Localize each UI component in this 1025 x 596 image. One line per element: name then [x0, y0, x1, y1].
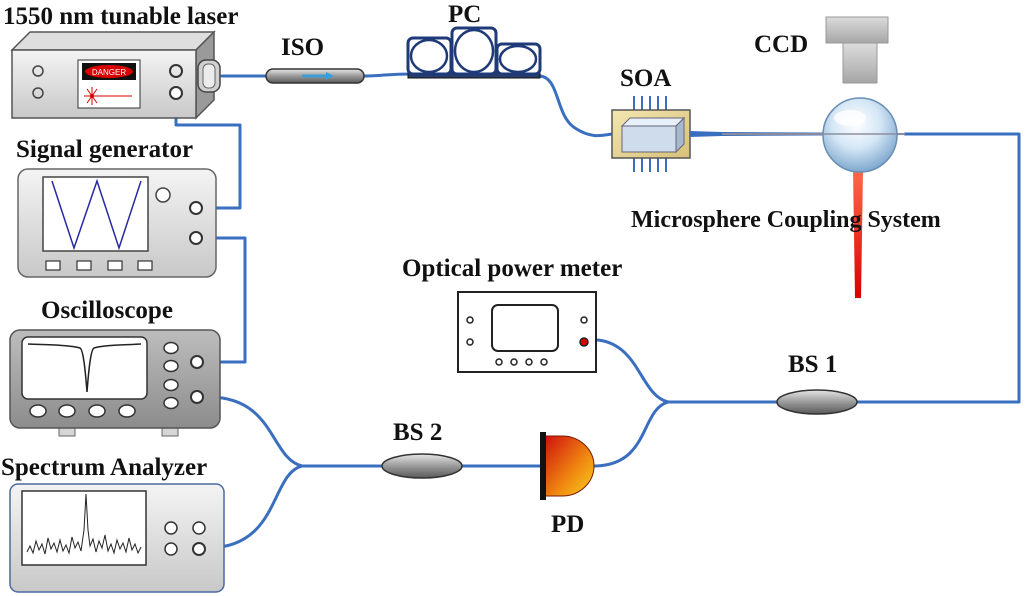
- power-meter-label: Optical power meter: [402, 255, 622, 282]
- power-meter-btn-4: [540, 358, 548, 366]
- power-meter-dot-1: [466, 316, 474, 324]
- power-meter-dot-3: [580, 316, 588, 324]
- osc-btn-4: [118, 404, 136, 418]
- sphere-highlight: [834, 110, 866, 126]
- osc-knob-4: [163, 396, 179, 410]
- bs1-body: [776, 389, 858, 415]
- laser-modulation-port: [169, 86, 183, 100]
- pc-loop-1: [409, 38, 449, 74]
- power-meter-input: [579, 337, 589, 347]
- pc-label: PC: [448, 1, 481, 28]
- beam-splitter-2: BS 2: [381, 419, 463, 479]
- iso-label: ISO: [281, 34, 324, 61]
- soa: SOA: [611, 65, 691, 172]
- pd-plate: [540, 432, 546, 500]
- osc-btn-2: [58, 404, 76, 418]
- beam-splitter-1: BS 1: [776, 351, 858, 415]
- bs1-label: BS 1: [788, 351, 837, 378]
- cable-siggen-oscilloscope: [195, 236, 247, 364]
- photodetector: PD: [540, 432, 595, 538]
- osc-port-1: [190, 355, 204, 369]
- iso-arrow-head: [326, 72, 334, 80]
- laser-knob-2: [32, 87, 44, 99]
- laser-label: 1550 nm tunable laser: [3, 3, 238, 30]
- probe-laser-beam: [853, 170, 863, 298]
- spectrum-knob-1: [164, 521, 178, 535]
- power-meter-btn-3: [525, 358, 533, 366]
- pd-label: PD: [551, 511, 584, 538]
- fiber-junction-pd: [593, 400, 670, 468]
- fiber-pc-soa: [538, 74, 614, 138]
- polarization-controller: PC: [406, 1, 542, 79]
- spectrum-analyzer-label: Spectrum Analyzer: [1, 454, 207, 481]
- spectrum-trace: [26, 493, 142, 555]
- power-meter-screen: [491, 304, 559, 352]
- osc-btn-1: [29, 404, 47, 418]
- pd-dome: [544, 435, 595, 497]
- soa-chip-top: [620, 117, 686, 127]
- ccd-camera: CCD: [754, 16, 889, 84]
- laser-knob-1: [32, 65, 44, 77]
- osc-knob-3: [163, 378, 179, 392]
- laser-warning-dot: [90, 94, 94, 98]
- osc-trace: [27, 343, 142, 393]
- spectrum-port: [192, 542, 206, 556]
- spectrum-analyzer: Spectrum Analyzer: [1, 454, 225, 593]
- power-meter-btn-1: [495, 358, 503, 366]
- fiber-iso-pc: [360, 72, 412, 78]
- osc-port-2: [190, 390, 204, 404]
- tunable-laser: 1550 nm tunable laser DANGER: [3, 3, 238, 120]
- osc-btn-3: [88, 404, 106, 418]
- siggen-button-3: [107, 260, 123, 271]
- osc-knob-1: [163, 341, 179, 355]
- fiber-junction-spectrum: [205, 464, 304, 550]
- siggen-port-1: [189, 201, 203, 215]
- fiber-paths: [174, 72, 1021, 550]
- oscilloscope: Oscilloscope: [9, 297, 221, 437]
- siggen-button-2: [76, 260, 92, 271]
- siggen-knob: [155, 187, 171, 203]
- danger-oval: [85, 65, 133, 78]
- siggen-button-4: [137, 260, 153, 271]
- soa-label: SOA: [620, 65, 671, 92]
- signal-generator: Signal generator: [16, 136, 217, 278]
- spectrum-knob-3: [164, 542, 178, 556]
- laser-top-face: [10, 31, 216, 51]
- siggen-button-1: [45, 260, 61, 271]
- pc-loop-3: [498, 44, 538, 74]
- power-meter-btn-2: [510, 358, 518, 366]
- signal-generator-label: Signal generator: [16, 136, 193, 163]
- spectrum-knob-2: [192, 521, 206, 535]
- ccd-body: [825, 16, 889, 44]
- siggen-screen: [42, 176, 149, 252]
- laser-output-lens: [202, 63, 216, 89]
- bs2-label: BS 2: [393, 419, 442, 446]
- siggen-triangle-wave: [51, 178, 142, 251]
- laser-knob-3: [169, 64, 183, 78]
- danger-text: DANGER: [92, 68, 126, 77]
- isolator: ISO: [265, 34, 365, 84]
- oscilloscope-label: Oscilloscope: [41, 297, 173, 324]
- fiber-junction-powermeter: [596, 338, 670, 404]
- microsphere-label: Microsphere Coupling System: [631, 207, 941, 233]
- ccd-label: CCD: [754, 31, 808, 58]
- siggen-port-2: [189, 231, 203, 245]
- optical-power-meter: Optical power meter: [402, 255, 622, 373]
- fiber-sphere-bs1: [856, 132, 1021, 404]
- fiber-junction-oscilloscope: [208, 395, 304, 468]
- power-meter-dot-2: [466, 338, 474, 346]
- osc-knob-2: [163, 359, 179, 373]
- soa-chip-front: [621, 125, 677, 153]
- pc-loop-2: [453, 28, 495, 74]
- ccd-lens: [842, 42, 878, 84]
- bs2-body: [381, 453, 463, 479]
- microsphere-coupling-system: Microsphere Coupling System: [631, 97, 941, 298]
